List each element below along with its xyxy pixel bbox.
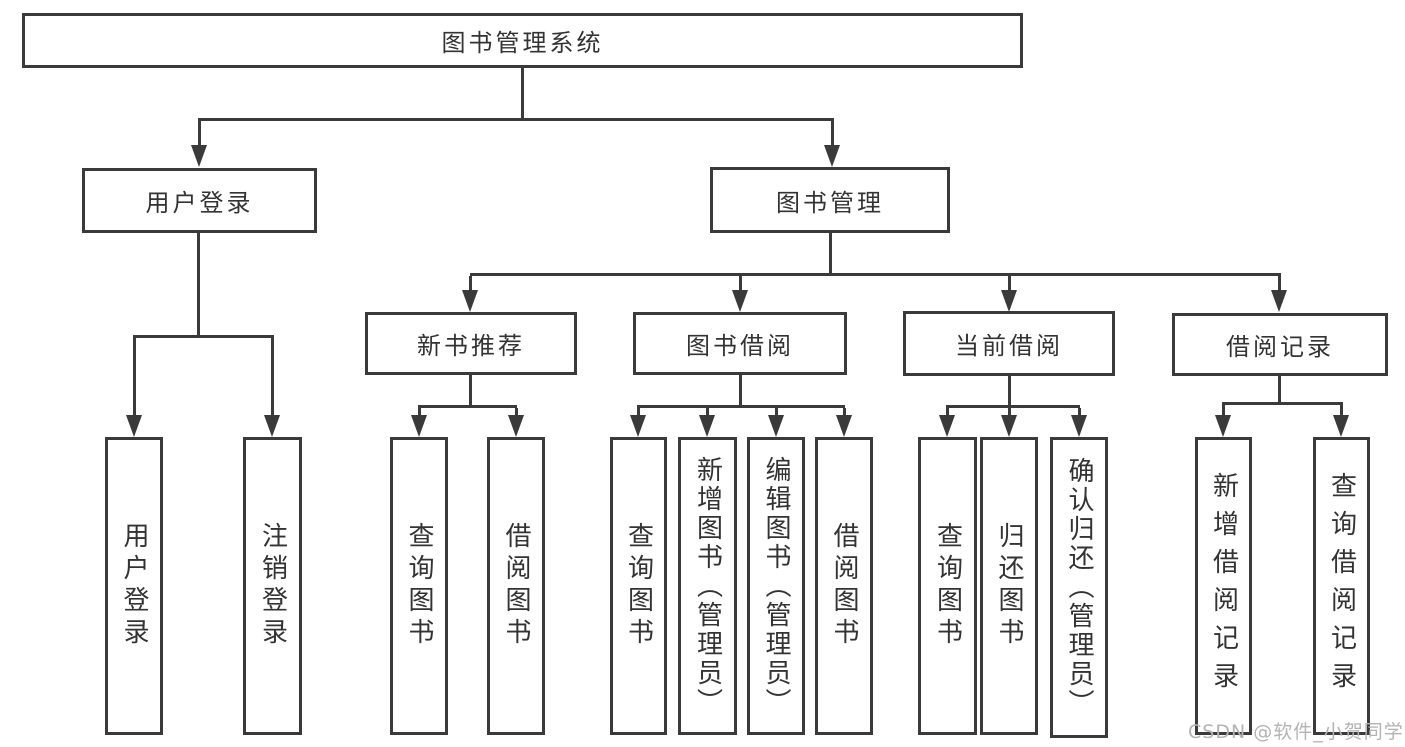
node-new-book-recommend-label: 新书推荐 (417, 332, 525, 360)
leaf-bb-add-books-admin: 新增图书（管理员） (678, 437, 737, 735)
arrow-head-icon (191, 145, 207, 167)
connector-user-login-stem (197, 233, 200, 338)
arrow-head-icon (939, 415, 955, 437)
leaf-logout: 注销登录 (243, 437, 302, 735)
connector-shaft (946, 408, 949, 417)
node-book-borrow-label: 图书借阅 (686, 332, 794, 360)
arrow-head-icon (1215, 415, 1231, 437)
connector-shaft (418, 408, 421, 417)
node-book-borrow: 图书借阅 (633, 312, 847, 375)
connector-stem (1008, 376, 1011, 408)
arrow-head-icon (462, 290, 478, 312)
connector-user-login-bar (133, 335, 274, 338)
connector-shaft (1222, 405, 1225, 417)
arrow-head-icon (768, 415, 784, 437)
node-book-management-label: 图书管理 (776, 188, 884, 217)
leaf-nb-query-books-label: 查询图书 (404, 522, 434, 650)
arrow-head-icon (264, 415, 280, 437)
arrow-head-icon (1271, 290, 1287, 312)
arrow-head-icon (1001, 415, 1017, 437)
connector-shaft (1008, 276, 1011, 292)
connector-stem (739, 375, 742, 408)
node-book-management: 图书管理 (710, 167, 950, 233)
leaf-nb-borrow-books-label: 借阅图书 (501, 522, 531, 650)
leaf-cb-confirm-return-admin: 确认归还（管理员） (1050, 437, 1108, 738)
leaf-cb-return-books-label: 归还图书 (994, 522, 1024, 650)
connector-shaft (469, 276, 472, 292)
leaf-bb-edit-books-admin: 编辑图书（管理员） (747, 437, 805, 735)
leaf-bb-borrow-books-label: 借阅图书 (829, 522, 859, 650)
connector-shaft (1278, 276, 1281, 292)
arrow-head-icon (732, 290, 748, 312)
leaf-cb-return-books: 归还图书 (980, 437, 1038, 735)
leaf-bb-add-books-admin-label: 新增图书（管理员） (692, 455, 723, 717)
connector-shaft (775, 408, 778, 417)
connector-root-stem (521, 68, 524, 121)
connector-shaft (739, 276, 742, 292)
leaf-user-login-label: 用户登录 (119, 522, 149, 650)
connector-shaft (831, 121, 834, 147)
csdn-watermark: CSDN @软件_小贺同学 (1188, 721, 1404, 743)
node-user-login: 用户登录 (82, 168, 317, 233)
node-borrow-records: 借阅记录 (1172, 313, 1388, 376)
leaf-cb-query-books-label: 查询图书 (932, 522, 963, 650)
connector-stem (469, 375, 472, 408)
leaf-logout-label: 注销登录 (257, 522, 288, 650)
connector-shaft (198, 121, 201, 147)
leaf-bb-query-books-label: 查询图书 (623, 522, 654, 650)
arrow-head-icon (836, 415, 852, 437)
node-current-borrow: 当前借阅 (903, 311, 1115, 376)
connector-shaft (271, 338, 274, 417)
leaf-bb-borrow-books: 借阅图书 (815, 437, 873, 735)
connector-book-mgmt-bar (470, 273, 1281, 276)
node-library-system: 图书管理系统 (22, 13, 1023, 68)
leaf-br-query-record: 查询借阅记录 (1313, 437, 1370, 735)
arrow-head-icon (1071, 415, 1087, 437)
node-borrow-records-label: 借阅记录 (1226, 333, 1334, 361)
node-library-system-label: 图书管理系统 (441, 29, 604, 57)
connector-shaft (133, 338, 136, 417)
leaf-br-add-record: 新增借阅记录 (1195, 437, 1252, 735)
arrow-head-icon (699, 415, 715, 437)
connector-stem (1278, 376, 1281, 405)
connector-shaft (1008, 408, 1011, 417)
connector-book-mgmt-stem (829, 233, 832, 276)
arrow-head-icon (1001, 290, 1017, 312)
arrow-head-icon (126, 415, 142, 437)
leaf-br-query-record-label: 查询借阅记录 (1326, 472, 1357, 700)
leaf-br-add-record-label: 新增借阅记录 (1208, 472, 1239, 700)
connector-shaft (1078, 408, 1081, 417)
leaf-bb-query-books: 查询图书 (610, 437, 667, 735)
leaf-user-login: 用户登录 (105, 437, 163, 735)
connector-bar (1222, 402, 1343, 405)
connector-shaft (515, 408, 518, 417)
leaf-nb-borrow-books: 借阅图书 (487, 437, 545, 735)
connector-shaft (706, 408, 709, 417)
arrow-head-icon (508, 415, 524, 437)
node-user-login-label: 用户登录 (145, 189, 254, 217)
connector-shaft (843, 408, 846, 417)
connector-shaft (1340, 405, 1343, 417)
connector-shaft (637, 408, 640, 417)
arrow-head-icon (411, 415, 427, 437)
arrow-head-icon (824, 145, 840, 167)
arrow-head-icon (630, 415, 646, 437)
leaf-bb-edit-books-admin-label: 编辑图书（管理员） (761, 455, 791, 717)
connector-bar (637, 405, 845, 408)
leaf-nb-query-books: 查询图书 (390, 437, 448, 735)
node-current-borrow-label: 当前借阅 (955, 332, 1063, 360)
connector-bar (418, 405, 517, 408)
connector-bar (946, 405, 1080, 408)
connector-root-bar (198, 118, 834, 121)
node-new-book-recommend: 新书推荐 (365, 312, 577, 375)
leaf-cb-confirm-return-admin-label: 确认归还（管理员） (1064, 457, 1094, 718)
leaf-cb-query-books: 查询图书 (918, 437, 977, 735)
arrow-head-icon (1333, 415, 1349, 437)
